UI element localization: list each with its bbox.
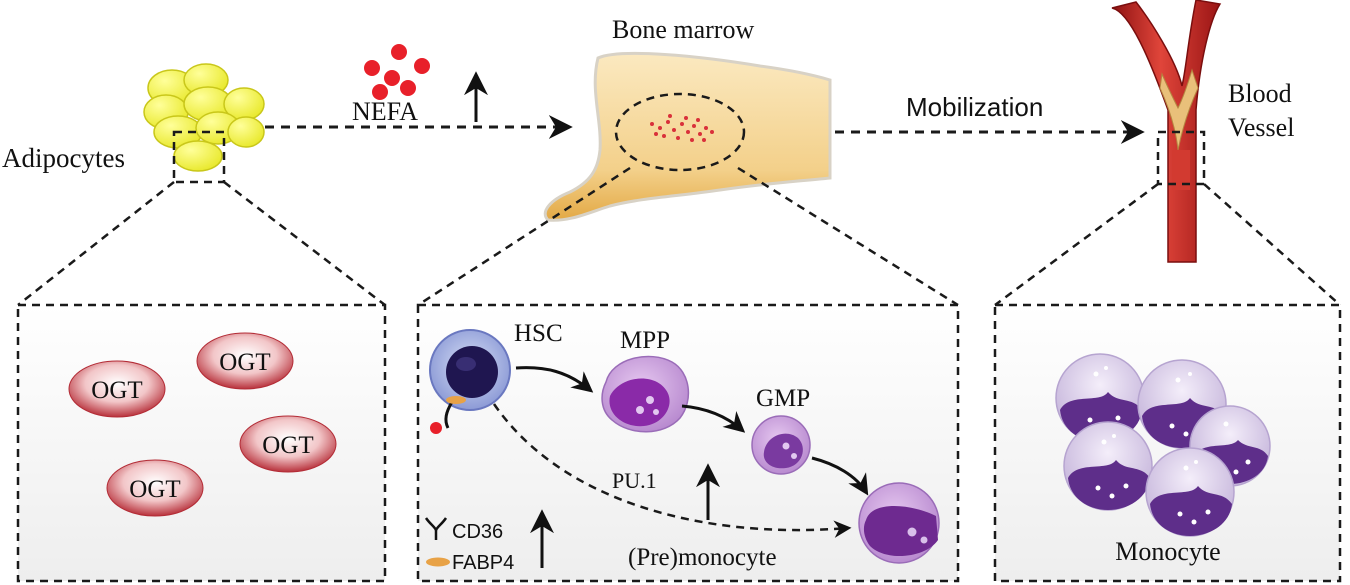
hsc-to-mpp-arrow xyxy=(515,366,594,393)
hsc-cell xyxy=(429,329,511,411)
ogt-ellipse: OGT xyxy=(196,332,294,390)
premonocyte-cell xyxy=(858,482,940,564)
blood-vessel xyxy=(1111,0,1222,263)
adipocyte-zoom-box xyxy=(172,130,226,184)
mpp-cell xyxy=(601,355,690,433)
ogt-label: OGT xyxy=(129,476,180,503)
ogt-ellipse: OGT xyxy=(106,459,204,517)
receptor-icon xyxy=(430,396,466,434)
mpp-to-gmp-arrow xyxy=(681,404,746,433)
ogt-label: OGT xyxy=(91,377,142,404)
vessel-label: Vessel xyxy=(1228,113,1294,142)
vessel-zoom-box xyxy=(1156,130,1206,186)
fabp4-label: FABP4 xyxy=(452,552,514,574)
receptor-icon xyxy=(424,517,448,540)
fabp4-icon xyxy=(426,557,450,567)
cd36-label: CD36 xyxy=(452,521,503,543)
zoom-projection-lines xyxy=(17,166,1341,307)
mobilization-label: Mobilization xyxy=(906,92,1043,122)
monocyte-label: Monocyte xyxy=(1115,537,1220,566)
monocyte-cluster xyxy=(1055,353,1271,537)
monocyte-cell xyxy=(1063,421,1153,511)
ogt-label: OGT xyxy=(262,432,313,459)
gmp-cell xyxy=(751,415,811,475)
bone-marrow-label: Bone marrow xyxy=(612,15,754,44)
monocyte-cell xyxy=(1145,447,1235,537)
mpp-label: MPP xyxy=(620,327,670,354)
premonocyte-label: (Pre)monocyte xyxy=(628,544,777,571)
monocyte-cell xyxy=(1055,353,1145,443)
nefa-dots xyxy=(364,44,430,100)
ogt-ellipse: OGT xyxy=(68,360,166,418)
nefa-label: NEFA xyxy=(352,97,418,126)
adipocytes-label: Adipocytes xyxy=(2,143,125,173)
gmp-label: GMP xyxy=(756,385,810,412)
blood-label: Blood xyxy=(1228,79,1292,108)
bone-marrow-shape xyxy=(543,51,832,222)
hsc-to-premonocyte-arrow xyxy=(492,403,852,538)
ogt-label: OGT xyxy=(219,349,270,376)
adipocyte-cluster xyxy=(143,63,265,172)
hsc-label: HSC xyxy=(514,320,563,347)
ogt-ellipse: OGT xyxy=(239,415,337,473)
gmp-to-premonocyte-arrow xyxy=(811,456,869,496)
marrow-niche-region xyxy=(614,92,746,172)
pu1-label: PU.1 xyxy=(612,468,657,493)
marrow-cell-cluster xyxy=(650,114,714,142)
